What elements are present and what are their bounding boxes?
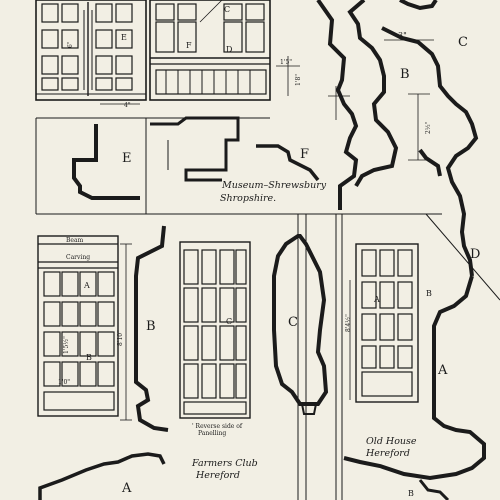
caption-reverse-side: ' Reverse side of	[192, 423, 243, 430]
letter-e-top: E	[121, 33, 127, 42]
letter-b-right: B	[400, 67, 410, 82]
dim-8-4: 8'4½"	[345, 314, 352, 332]
museum-moulding-profiles	[35, 116, 320, 214]
letter-b-left-profile: B	[146, 319, 156, 334]
farmers-club-panel	[37, 235, 132, 421]
bottom-right-fragment	[418, 479, 450, 500]
caption-farmers-club: Farmers Club	[191, 458, 258, 469]
letter-c-top: C	[224, 5, 230, 14]
caption-old-house-hereford: Hereford	[365, 448, 410, 459]
dim-4in: 4"	[124, 102, 131, 109]
letter-b-bottom: B	[408, 489, 414, 498]
dim-6in: 6"	[67, 41, 74, 48]
dim-1-4: 1'5½"	[63, 336, 70, 354]
dim-2-5in: 2½"	[425, 121, 432, 134]
center-profile-c-inner	[301, 403, 317, 415]
letter-d-right: D	[470, 247, 480, 262]
letter-b-right-panel: B	[426, 289, 432, 298]
letter-a-right-profile: A	[437, 363, 448, 378]
letter-f-top: F	[186, 41, 192, 50]
right-cornice-profile	[316, 0, 479, 277]
caption-panelling: Panelling	[198, 430, 226, 437]
dim-3in: 3"	[398, 31, 407, 40]
center-profile-c	[272, 234, 329, 406]
letter-c-center-profile: C	[288, 315, 298, 330]
caption-shropshire: Shropshire.	[220, 193, 276, 204]
caption-museum: Museum–Shrewsbury	[221, 180, 327, 191]
letter-c-right: C	[458, 35, 468, 50]
reference-letters: C E F D C B E F D A B B C C A B A A B	[83, 5, 480, 498]
bottom-profile-a	[38, 452, 166, 500]
caption-beam: Beam	[66, 237, 84, 244]
old-house-profile-a	[343, 275, 486, 481]
dimension-labels: 6" 4" 1'5" 1'8" 3" 2½" 8'10" 1'5½" 1'0" …	[58, 31, 432, 386]
letter-a-right-panel: A	[373, 295, 380, 304]
farmers-club-profile-b	[134, 225, 169, 432]
captions: Museum–Shrewsbury Shropshire. Farmers Cl…	[66, 180, 417, 481]
dim-8-10: 8'10"	[117, 330, 124, 346]
caption-farmers-hereford: Hereford	[195, 470, 240, 481]
top-left-panel-elevation	[35, 0, 147, 105]
letter-a-bottom: A	[121, 481, 132, 496]
letter-b-left-panel: B	[86, 353, 92, 362]
dim-1-5in: 1'5"	[280, 59, 292, 66]
top-center-panel-elevation	[149, 0, 300, 101]
caption-old-house: Old House	[366, 436, 417, 447]
old-house-panel	[349, 243, 419, 403]
letter-e-mid: E	[122, 151, 132, 166]
center-mullion	[297, 213, 500, 500]
letter-c-center-panel: C	[226, 317, 232, 326]
right-cornice-dimensions	[328, 39, 434, 161]
caption-carving: Carving	[66, 254, 90, 261]
letter-f-mid: F	[300, 147, 309, 162]
letter-a-left-panel: A	[83, 281, 90, 290]
dim-1-8: 1'8"	[295, 74, 302, 86]
dim-1-0: 1'0"	[58, 379, 70, 386]
reverse-panelling-elevation	[179, 241, 251, 419]
letter-d-top: D	[226, 45, 232, 54]
